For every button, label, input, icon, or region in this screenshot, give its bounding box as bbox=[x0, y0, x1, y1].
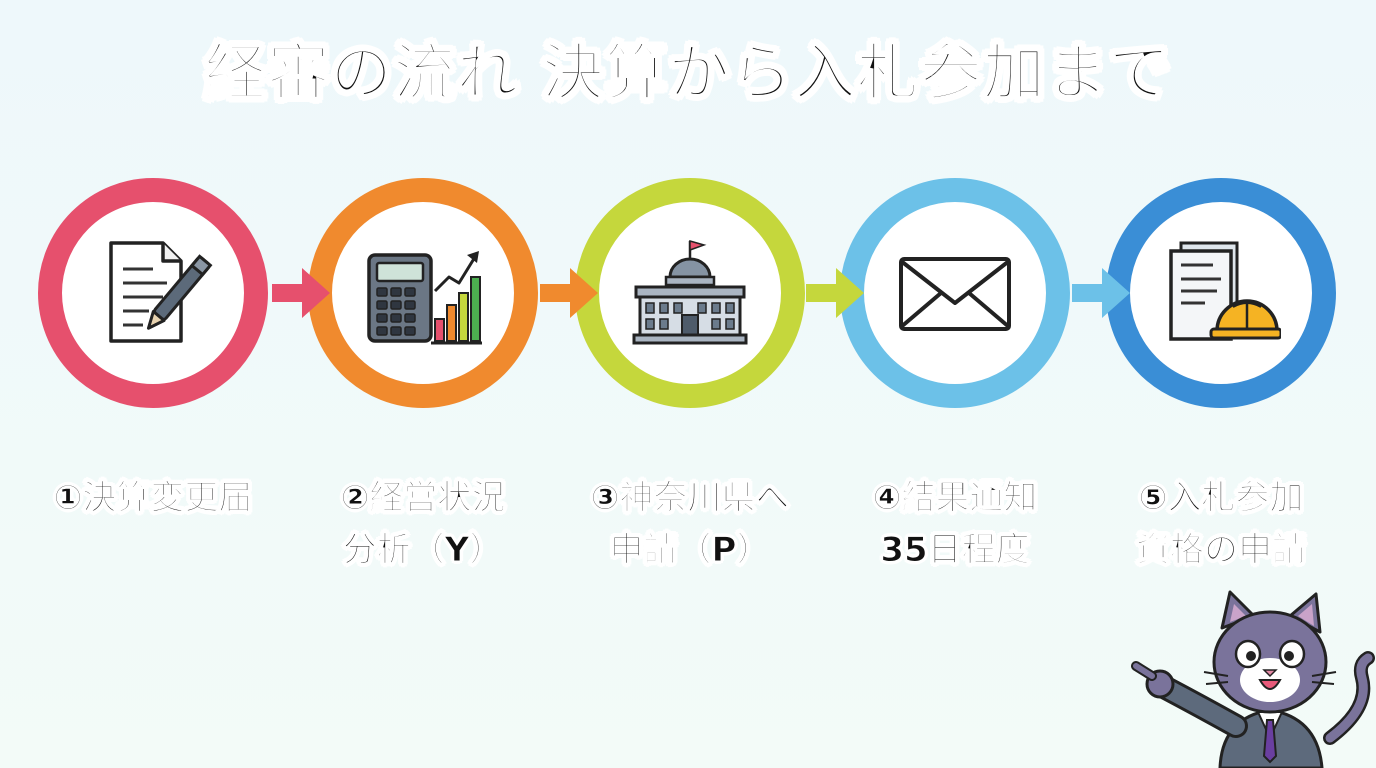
arrow-right-icon bbox=[1072, 268, 1130, 318]
arrow-right-icon bbox=[806, 268, 864, 318]
government-building-icon bbox=[632, 240, 748, 345]
step-5-label: ⑤入札参加 資格の申請 bbox=[1136, 478, 1307, 571]
step-4-label: ④結果通知 35日程度 bbox=[872, 478, 1038, 571]
step-1-circle bbox=[38, 178, 268, 408]
step-4-circle bbox=[840, 178, 1070, 408]
page-title: 経審の流れ 決算から入札参加まで bbox=[203, 35, 1172, 110]
arrow-right-icon bbox=[272, 268, 330, 318]
calculator-chart-icon bbox=[367, 251, 482, 345]
step-2-label: ②経営状況 分析（Y） bbox=[340, 478, 506, 571]
step-5-circle bbox=[1106, 178, 1336, 408]
document-pen-icon bbox=[109, 241, 213, 343]
step-1-label: ①決算変更届 bbox=[53, 478, 253, 519]
documents-hardhat-icon bbox=[1169, 241, 1281, 341]
step-3-label: ③神奈川県へ 申請（P） bbox=[590, 478, 790, 571]
arrow-right-icon bbox=[540, 268, 598, 318]
pointing-cat-icon bbox=[1131, 590, 1375, 768]
step-3-circle bbox=[575, 178, 805, 408]
step-2-circle bbox=[308, 178, 538, 408]
envelope-icon bbox=[899, 257, 1011, 331]
